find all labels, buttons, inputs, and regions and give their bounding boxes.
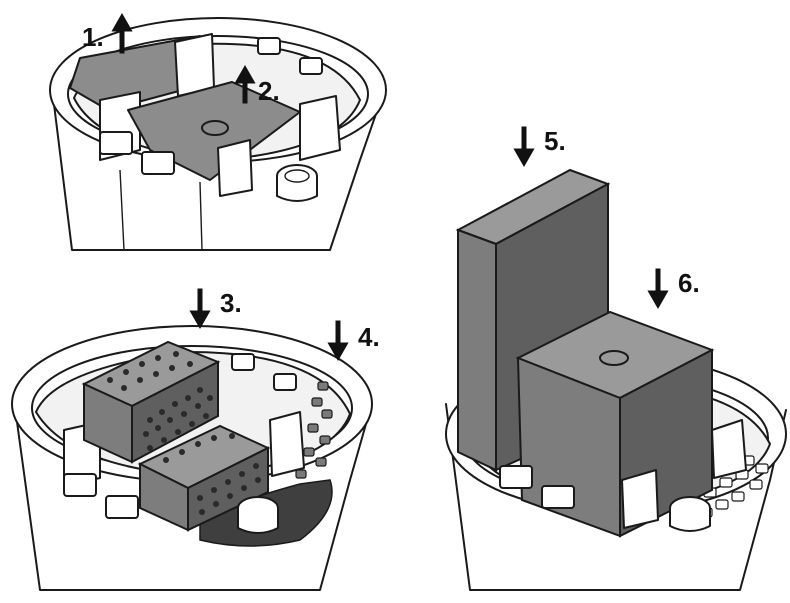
media-bag-2-front [187, 446, 269, 532]
divider-right-3 [711, 419, 747, 479]
panel-remove-media: 1. 2. [49, 12, 387, 251]
step-4-label: 4. [358, 322, 380, 352]
media-bag-1-front [131, 360, 219, 464]
body-rib-1 [119, 169, 125, 251]
clip-left-3 [499, 465, 533, 489]
falling-pellets [295, 381, 333, 479]
step-4-arrow-down-icon [327, 320, 349, 362]
step-2-label: 2. [258, 76, 280, 106]
panel-insert-sponges: 5. 6. [445, 126, 787, 591]
step-3-arrow-down-icon [189, 288, 211, 330]
tall-sponge-side [457, 228, 497, 472]
step-6-arrow-down-icon [647, 268, 669, 310]
body-rib-2 [199, 181, 203, 251]
divider-back [174, 33, 215, 97]
step-6-label: 6. [678, 268, 700, 298]
outlet-tube [276, 175, 318, 202]
media-bag-2-texture [163, 433, 261, 515]
step-1-label: 1. [82, 22, 104, 52]
clip-left-2 [63, 473, 97, 497]
divider-front [217, 139, 253, 197]
step-5-label: 5. [544, 126, 566, 156]
outlet-tube-inner [284, 169, 310, 183]
panel-insert-bio-media: 3. 4. [11, 288, 380, 591]
step-1-arrow-up-icon [111, 12, 133, 54]
cube-sponge-hole [599, 350, 629, 366]
clip-left [99, 131, 133, 155]
step-5-arrow-down-icon [513, 126, 535, 168]
clip-back-2-2 [273, 373, 297, 391]
clip-middle [141, 151, 175, 175]
clip-middle-2 [105, 495, 139, 519]
step-2-arrow-up-icon [234, 64, 256, 104]
media-bag-1-texture [107, 351, 213, 451]
divider-right-2 [269, 411, 305, 477]
divider-right [299, 95, 341, 161]
clip-back-1-2 [231, 353, 255, 371]
clip-middle-3 [541, 485, 575, 509]
outlet-tube-2 [237, 507, 279, 534]
clip-back-2 [299, 57, 323, 75]
outlet-tube-3 [669, 507, 711, 532]
divider-front-3 [621, 469, 659, 529]
step-3-label: 3. [220, 288, 242, 318]
clip-back-1 [257, 37, 281, 55]
sponge-hole [201, 120, 229, 136]
